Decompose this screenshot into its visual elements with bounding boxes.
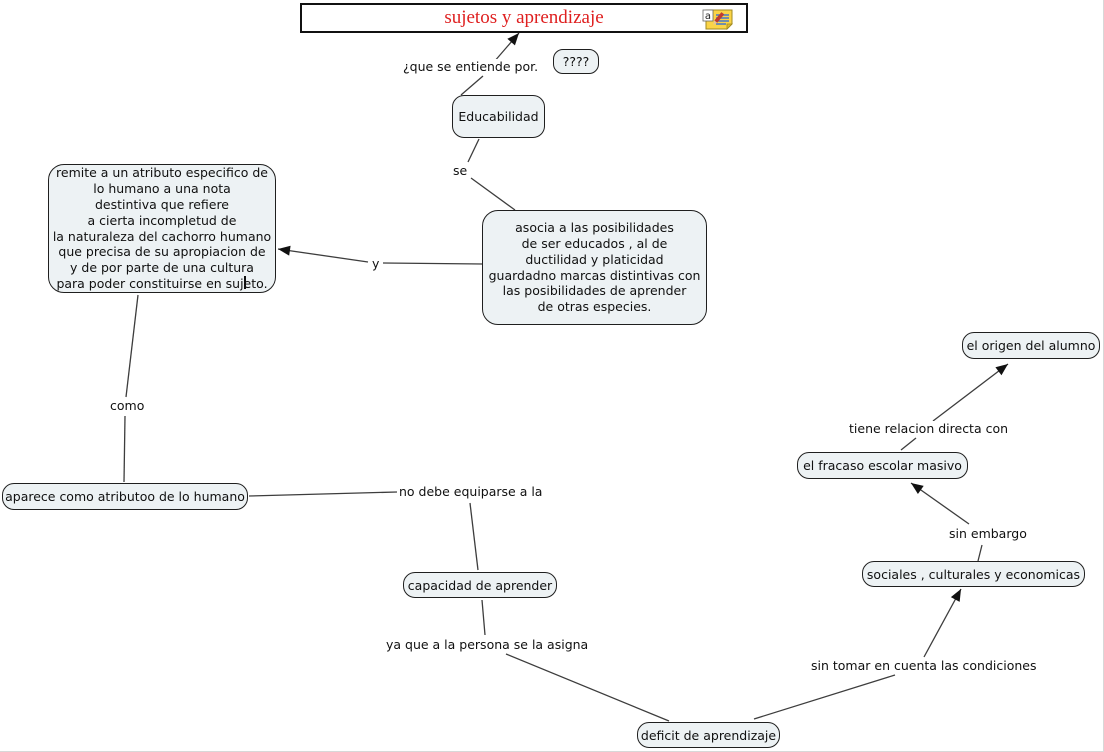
- focus-question-node[interactable]: sujetos y aprendizaje a: [300, 3, 748, 33]
- connector-yaque-to-deficit[interactable]: [505, 653, 670, 722]
- node-origen-alumno[interactable]: el origen del alumno: [962, 332, 1100, 359]
- connector-fracaso-to-tienerelacion[interactable]: [900, 437, 917, 451]
- connector-asocia-to-y[interactable]: [382, 262, 484, 265]
- connector-capacidad-to-yaque[interactable]: [481, 599, 486, 636]
- node-label: Educabilidad: [458, 109, 539, 124]
- link-label-no-debe-equiparse[interactable]: no debe equiparse a la: [397, 484, 545, 499]
- node-label: ????: [562, 54, 590, 69]
- node-educabilidad[interactable]: Educabilidad: [452, 95, 545, 138]
- connector-y-to-remite[interactable]: [277, 245, 369, 263]
- node-capacidad-aprender[interactable]: capacidad de aprender: [403, 572, 557, 598]
- link-label-y[interactable]: y: [370, 256, 382, 271]
- node-sociales-culturales[interactable]: sociales , culturales y economicas: [862, 561, 1085, 587]
- node-label: remite a un atributo especifico de lo hu…: [52, 165, 272, 291]
- connector-deficit-to-sintomar[interactable]: [753, 674, 896, 720]
- link-label-tiene-relacion[interactable]: tiene relacion directa con: [847, 421, 1011, 436]
- node-label: sociales , culturales y economicas: [866, 566, 1081, 582]
- annotation-note-icon[interactable]: a: [702, 9, 733, 30]
- link-label-que-se-entiende[interactable]: ¿que se entiende por.: [401, 59, 541, 74]
- node-aparece-atributo[interactable]: aparece como atributoo de lo humano: [2, 483, 248, 510]
- connector-educabilidad-to-se[interactable]: [467, 138, 480, 163]
- connector-remite-to-como[interactable]: [125, 294, 139, 398]
- node-label: capacidad de aprender: [407, 577, 553, 593]
- connector-se-to-asocia[interactable]: [470, 177, 516, 211]
- connector-sociales-to-sinembargo[interactable]: [977, 544, 983, 562]
- node-deficit-aprendizaje[interactable]: deficit de aprendizaje: [637, 722, 780, 748]
- link-label-sin-embargo[interactable]: sin embargo: [947, 526, 1029, 541]
- link-label-ya-que-asigna[interactable]: ya que a la persona se la asigna: [384, 637, 591, 652]
- node-label: el origen del alumno: [966, 338, 1096, 353]
- connector-tienerelacion-to-origen[interactable]: [932, 363, 1009, 422]
- pencil-icon: [713, 12, 725, 25]
- node-label: asocia a las posibilidades de ser educad…: [488, 220, 701, 315]
- node-remite-atributo[interactable]: remite a un atributo especifico de lo hu…: [48, 164, 276, 293]
- node-question-marks[interactable]: ????: [553, 49, 599, 74]
- node-label: el fracaso escolar masivo: [803, 458, 962, 473]
- connector-aparece-to-nodebe[interactable]: [248, 491, 398, 497]
- map-title: sujetos y aprendizaje: [444, 7, 604, 28]
- connector-como-to-aparece[interactable]: [123, 415, 126, 483]
- connector-nodebe-to-capacidad[interactable]: [469, 502, 479, 571]
- link-label-como[interactable]: como: [108, 398, 147, 413]
- link-label-se[interactable]: se: [451, 163, 470, 178]
- node-fracaso-escolar[interactable]: el fracaso escolar masivo: [797, 452, 968, 479]
- node-label: aparece como atributoo de lo humano: [5, 489, 245, 504]
- node-label: deficit de aprendizaje: [640, 727, 777, 743]
- text-cursor: [244, 276, 246, 289]
- connector-quese-to-educabilidad[interactable]: [460, 75, 484, 96]
- link-label-sin-tomar-en-cuenta[interactable]: sin tomar en cuenta las condiciones: [809, 658, 1039, 673]
- connector-sintomar-to-sociales[interactable]: [923, 588, 962, 658]
- note-icon-letter: a: [705, 11, 711, 22]
- connector-sinembargo-to-fracaso[interactable]: [910, 482, 970, 525]
- node-asocia-posibilidades[interactable]: asocia a las posibilidades de ser educad…: [482, 210, 707, 325]
